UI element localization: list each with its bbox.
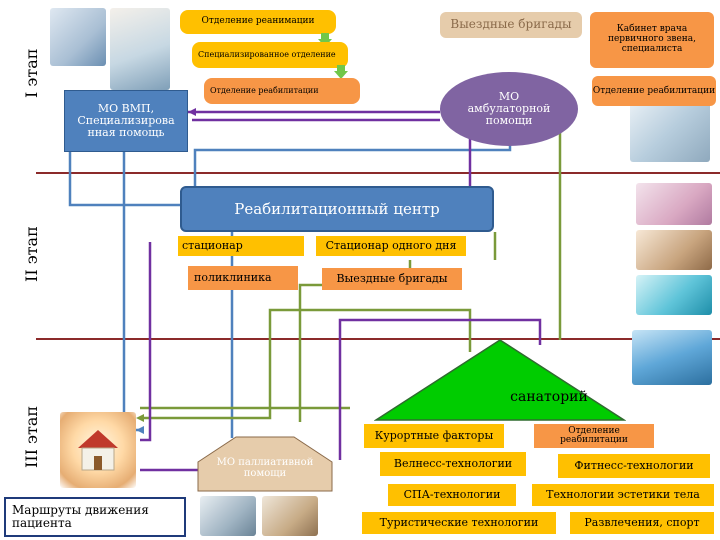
box-entertainment: Развлечения, спорт [570, 512, 714, 534]
legend-routes: Маршруты движения пациента [4, 497, 186, 537]
box-spa: СПА-технологии [388, 484, 516, 506]
box-resort-factors: Курортные факторы [364, 424, 504, 448]
photo-waterfall [632, 330, 712, 385]
arrow-down-2 [334, 64, 348, 79]
sanatorium-triangle [373, 338, 627, 422]
box-field-teams-mid: Выездные бригады [322, 268, 462, 290]
route-green-sanatorium-home [140, 308, 472, 420]
palliative-shape [196, 436, 334, 492]
photo-pool [636, 275, 712, 315]
box-mo-vmp: МО ВМП, Специализирова нная помощь [64, 90, 188, 152]
box-fitness: Фитнесс-технологии [558, 454, 710, 478]
photo-icu-2 [110, 8, 170, 90]
photo-icu-1 [50, 8, 106, 66]
box-day-inpatient: Стационар одного дня [316, 236, 466, 256]
box-polyclinic: поликлиника [188, 266, 298, 290]
box-wellness: Велнесс-технологии [380, 452, 526, 476]
box-dept-rehab-left: Отделение реабилитации [204, 78, 360, 104]
box-rehab-center: Реабилитационный центр [180, 186, 494, 232]
arrow-down-icon [318, 33, 332, 47]
arrowhead-vmp [188, 108, 196, 116]
box-aesthetics: Технологии эстетики тела [532, 484, 714, 506]
box-primary-doctor: Кабинет врача первичного звена, специали… [590, 12, 714, 68]
triangle-shape [373, 339, 627, 421]
stage-divider-1 [36, 172, 720, 174]
pentagon-shape [197, 436, 333, 492]
route-purple-palliative [140, 242, 152, 442]
box-dept-rehab-right: Отделение реабилитации [592, 76, 716, 106]
photo-rehab-1 [636, 183, 712, 225]
arrow-down-icon [334, 65, 348, 79]
box-rehab-dept-3: Отделение реабилитации [534, 424, 654, 448]
box-dept-specialized: Специализированное отделение [192, 42, 348, 68]
photo-palliative-2 [262, 496, 318, 536]
photo-home-hands [60, 412, 136, 488]
arrowhead-home [136, 426, 144, 434]
box-mo-palliative: МО паллиативной помощи [216, 456, 314, 480]
box-dept-reanimation: Отделение реанимации [180, 10, 336, 34]
arrow-down-1 [318, 32, 332, 47]
stage-divider-2 [36, 338, 720, 340]
photo-rehab-2 [636, 230, 712, 270]
route-blue-vmp-down [122, 150, 140, 432]
photo-rehab-gym [630, 100, 710, 162]
arrowhead-home-2 [136, 414, 144, 422]
box-tourism: Туристические технологии [362, 512, 556, 534]
photo-palliative-1 [200, 496, 256, 536]
house-icon [78, 430, 118, 471]
sanatorium-label: санаторий [510, 389, 588, 406]
box-field-teams-top: Выездные бригады [440, 12, 582, 38]
route-blue-vmp-center [68, 150, 180, 207]
route-purple-sanatorium [338, 318, 542, 460]
box-mo-outpatient: МО амбулаторной помощи [440, 72, 578, 146]
box-inpatient: стационар [178, 236, 304, 256]
